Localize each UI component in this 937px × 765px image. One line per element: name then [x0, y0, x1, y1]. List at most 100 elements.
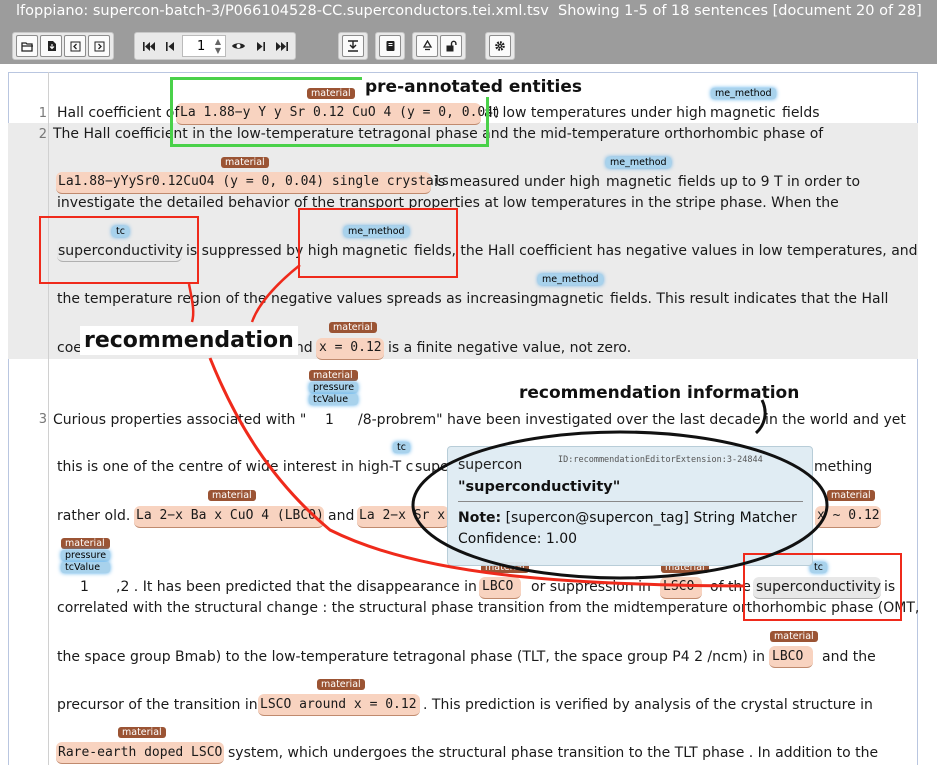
folder-open-icon[interactable]	[16, 35, 38, 57]
text-fragment: The Hall coefficient in the low-temperat…	[53, 126, 824, 142]
tc-span[interactable]	[57, 240, 182, 262]
entity-text[interactable]: magnetic	[342, 243, 408, 259]
entity-text[interactable]: superconductivity	[756, 579, 882, 595]
entity-text[interactable]: La 2−x Ba x CuO 4 (LBCO)	[136, 508, 324, 523]
entity-text[interactable]: magnetic	[710, 105, 776, 121]
entity-text[interactable]: Rare-earth doped LSCO	[58, 745, 223, 760]
entity-text[interactable]: LBCO	[772, 649, 804, 664]
entity-text[interactable]: magnetic	[538, 291, 604, 307]
text-fragment: at low temperatures under high	[484, 105, 707, 121]
tooltip-title: "superconductivity"	[458, 479, 621, 495]
entity-text[interactable]: superconductivity	[58, 243, 184, 259]
line-number: 3	[38, 412, 47, 427]
entity-text[interactable]: LSCO around x = 0.12	[260, 697, 417, 712]
material-label[interactable]: material	[118, 727, 166, 738]
material-label[interactable]: material	[61, 538, 111, 549]
prev-page-icon[interactable]	[160, 35, 180, 57]
tcvalue-label[interactable]: tcValue	[309, 394, 359, 405]
page-number-value: 1	[197, 38, 206, 54]
text-fragment: coe	[57, 340, 82, 356]
material-span[interactable]	[815, 506, 881, 528]
me-method-label[interactable]: me_method	[538, 274, 603, 285]
text-fragment: is measured under high	[434, 174, 601, 190]
line-number: 1	[38, 106, 47, 121]
material-span[interactable]	[56, 172, 431, 194]
entity-text[interactable]: La 2−x Sr x	[359, 508, 446, 523]
entity-text[interactable]: LBCO	[482, 579, 514, 594]
me-method-label[interactable]: me_method	[606, 157, 671, 168]
material-label[interactable]: material	[221, 157, 269, 168]
settings-toolbar-group	[485, 32, 515, 60]
text-fragment: investigate the detailed behavior of the…	[57, 195, 839, 211]
next-page-icon[interactable]	[250, 35, 270, 57]
top-bar: lfoppiano: supercon-batch-3/P066104528-C…	[0, 0, 937, 64]
line-number: 2	[38, 127, 47, 142]
material-label[interactable]: material	[307, 88, 355, 99]
entity-text[interactable]: La1.88−yYySr0.12CuO4 (y = 0, 0.04) singl…	[58, 174, 450, 189]
tooltip-note-text: [supercon@supercon_tag] String Matcher	[505, 510, 797, 526]
pressure-label[interactable]: pressure	[61, 550, 111, 561]
material-span[interactable]	[56, 742, 224, 764]
entity-text[interactable]: magnetic	[606, 174, 672, 190]
me-method-label[interactable]: me_method	[344, 226, 409, 237]
text-fragment: Hall coefficient of	[57, 105, 180, 121]
gear-icon[interactable]	[489, 35, 511, 57]
prev-doc-icon[interactable]	[64, 35, 86, 57]
download-icon[interactable]	[40, 35, 62, 57]
text-fragment: is	[884, 579, 896, 595]
text-fragment: this is one of the centre of wide intere…	[57, 459, 414, 475]
text-fragment: /8-probrem" have been investigated over …	[358, 412, 906, 428]
recycle-icon[interactable]	[416, 35, 438, 57]
tooltip-confidence: Confidence: 1.00	[458, 531, 578, 547]
tc-span[interactable]	[753, 577, 881, 599]
tc-label[interactable]: tc	[393, 442, 410, 453]
material-label[interactable]: material	[827, 490, 875, 501]
value-label-stack[interactable]: material pressure tcValue	[61, 538, 111, 573]
pre-annotated-callout: pre-annotated entities	[362, 77, 586, 97]
tc-label[interactable]: tc	[112, 226, 129, 237]
text-fragment: is a finite negative value, not zero.	[388, 340, 632, 356]
material-span[interactable]	[769, 646, 813, 668]
material-label[interactable]: material	[770, 631, 818, 642]
value-label-stack[interactable]: material pressure tcValue	[309, 370, 359, 405]
material-label[interactable]: material	[208, 490, 256, 501]
text-format-icon[interactable]	[342, 35, 364, 57]
text-fragment: the temperature region of the negative v…	[57, 291, 539, 307]
book-icon[interactable]	[379, 35, 401, 57]
recommendation-highlight-box	[39, 216, 199, 284]
text-fragment: or suppression in	[531, 579, 651, 595]
recommendation-info-callout: recommendation information	[516, 383, 803, 403]
last-page-icon[interactable]	[272, 35, 292, 57]
entity-text[interactable]: 1	[325, 412, 334, 428]
tooltip-category: supercon	[458, 457, 523, 473]
material-span[interactable]	[176, 103, 481, 125]
me-method-label[interactable]: me_method	[711, 88, 776, 99]
entity-text[interactable]: x ~ 0.12	[817, 508, 880, 523]
recommendation-highlight-box	[298, 208, 458, 278]
material-label[interactable]: material	[317, 679, 365, 690]
tcvalue-label[interactable]: tcValue	[61, 562, 111, 573]
pressure-label[interactable]: pressure	[309, 382, 359, 393]
material-label[interactable]: material	[309, 370, 359, 381]
material-label[interactable]: material	[329, 322, 377, 333]
entity-text[interactable]: x = 0.12	[319, 340, 382, 355]
recommendation-tooltip: ID:recommendationEditorExtension:3-24844…	[447, 446, 813, 566]
entity-text[interactable]: La 1.88−y Y y Sr 0.12 CuO 4 (y = 0, 0.04…	[180, 105, 501, 120]
material-span[interactable]	[258, 694, 420, 716]
eye-icon[interactable]	[228, 35, 248, 57]
first-page-icon[interactable]	[138, 35, 158, 57]
text-fragment: precursor of the transition in	[57, 697, 258, 713]
guide-toolbar-group	[375, 32, 405, 60]
unlock-icon[interactable]	[440, 35, 462, 57]
text-fragment: system, which undergoes the structural p…	[228, 745, 879, 761]
text-fragment: the space group Bmab) to the low-tempera…	[57, 649, 766, 665]
stepper-icon[interactable]: ▲▼	[214, 37, 221, 55]
entity-text[interactable]: LSCO	[663, 579, 695, 594]
next-doc-icon[interactable]	[88, 35, 110, 57]
format-toolbar-group	[338, 32, 368, 60]
sentence-line: Hall coefficient of	[57, 105, 179, 121]
document-title: lfoppiano: supercon-batch-3/P066104528-C…	[16, 3, 549, 19]
page-number-input[interactable]: 1 ▲▼	[182, 35, 226, 57]
recommendation-callout: recommendation	[80, 326, 298, 355]
entity-text[interactable]: 1	[80, 579, 89, 595]
